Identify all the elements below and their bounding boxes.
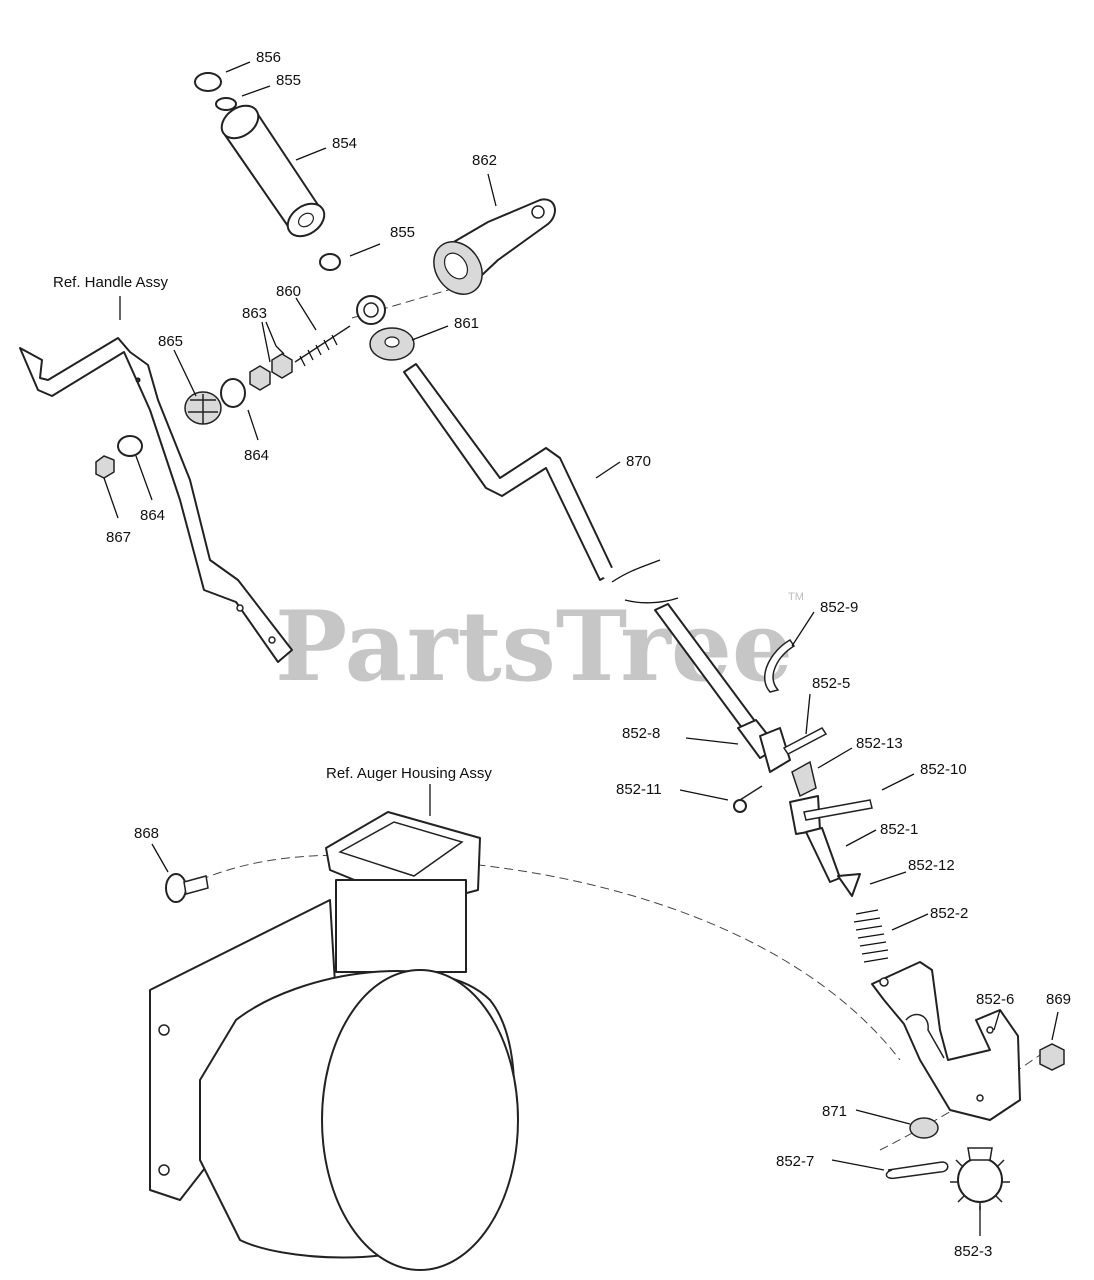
handle-bar-icon <box>19 337 293 663</box>
washer-864b-icon <box>117 435 143 457</box>
label-854: 854 <box>332 135 357 152</box>
washer-856-icon <box>194 72 222 92</box>
label-852-9: 852-9 <box>820 599 858 616</box>
eye-bolt-icon <box>294 295 386 367</box>
label-870: 870 <box>626 453 651 470</box>
label-871: 871 <box>822 1103 847 1120</box>
leader-lines <box>103 61 1059 1236</box>
hairpin-clip-icon <box>885 1161 949 1180</box>
nut-867-icon <box>95 455 115 479</box>
label-862: 862 <box>472 152 497 169</box>
label-856: 856 <box>256 49 281 66</box>
label-855-top: 855 <box>276 72 301 89</box>
label-864-right: 864 <box>244 447 269 464</box>
nut-863b-icon <box>271 353 293 379</box>
label-852-7: 852-7 <box>776 1153 814 1170</box>
label-852-10: 852-10 <box>920 761 967 778</box>
label-855-bottom: 855 <box>390 224 415 241</box>
spring-icon <box>853 909 889 963</box>
watermark: PartsTree <box>275 590 793 703</box>
label-852-3: 852-3 <box>954 1243 992 1260</box>
label-ref-auger: Ref. Auger Housing Assy <box>326 765 492 782</box>
washer-855b-icon <box>319 253 341 271</box>
carriage-bolt-icon <box>165 873 209 903</box>
label-867: 867 <box>106 529 131 546</box>
label-852-5: 852-5 <box>812 675 850 692</box>
grip-862-icon <box>433 198 556 295</box>
bracket-icon <box>871 961 1021 1121</box>
washer-864a-icon <box>220 378 246 408</box>
label-ref-handle: Ref. Handle Assy <box>53 274 169 291</box>
bushing-861-icon <box>369 327 415 361</box>
label-852-8: 852-8 <box>622 725 660 742</box>
label-869: 869 <box>1046 991 1071 1008</box>
washer-871-icon <box>909 1117 939 1139</box>
label-852-12: 852-12 <box>908 857 955 874</box>
watermark-tm: TM <box>788 591 804 603</box>
handle-knob-icon <box>184 391 222 425</box>
nut-869-icon <box>1039 1043 1065 1071</box>
washer-855a-icon <box>215 97 237 111</box>
label-852-1: 852-1 <box>880 821 918 838</box>
label-868: 868 <box>134 825 159 842</box>
clevis-assembly-icon <box>733 639 873 897</box>
label-865: 865 <box>158 333 183 350</box>
label-852-11: 852-11 <box>616 781 662 798</box>
crank-rod-icon <box>403 363 761 737</box>
label-860: 860 <box>276 283 301 300</box>
gear-icon <box>950 1147 1010 1210</box>
tube-854-icon <box>220 104 326 238</box>
label-864-left: 864 <box>140 507 165 524</box>
nut-863a-icon <box>249 365 271 391</box>
auger-housing-icon <box>149 811 519 1271</box>
label-852-2: 852-2 <box>930 905 968 922</box>
label-852-13: 852-13 <box>856 735 903 752</box>
label-863: 863 <box>242 305 267 322</box>
label-852-6: 852-6 <box>976 991 1014 1008</box>
label-861: 861 <box>454 315 479 332</box>
